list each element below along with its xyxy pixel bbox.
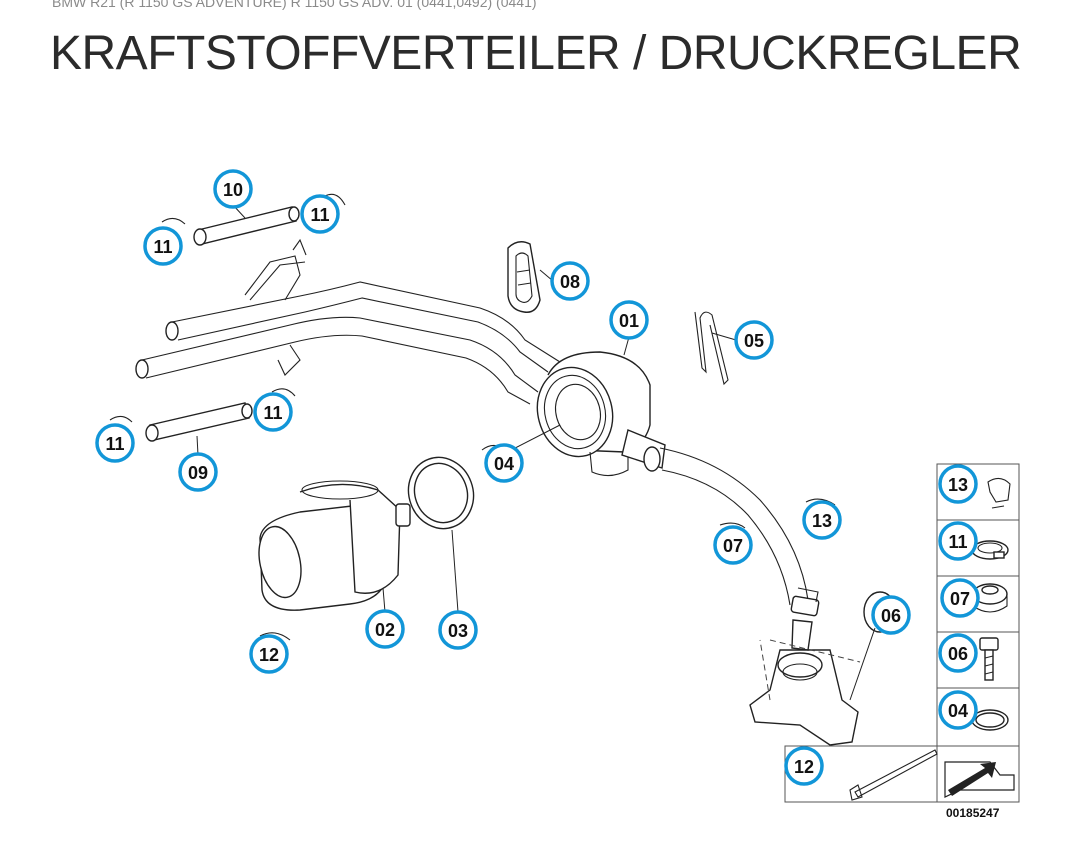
svg-text:11: 11 [263,403,282,423]
callout[interactable]: 08 [550,261,590,301]
svg-text:04: 04 [494,454,514,474]
callout[interactable]: 11 [143,226,183,266]
svg-text:12: 12 [794,757,814,777]
callout[interactable]: 09 [178,452,218,492]
image-code: 00185247 [946,806,1000,820]
callout[interactable]: 06 [871,595,911,635]
svg-text:04: 04 [948,701,968,721]
callout[interactable]: 05 [734,320,774,360]
svg-text:10: 10 [223,180,243,200]
o-ring [407,456,475,530]
callout[interactable]: 02 [365,609,405,649]
svg-text:13: 13 [948,475,968,495]
svg-text:05: 05 [744,331,764,351]
callout[interactable]: 01 [609,300,649,340]
fuel-distributor-pipes [135,238,561,405]
callout[interactable]: 12 [249,634,289,674]
distributor-housing [536,351,666,477]
svg-text:11: 11 [310,205,329,225]
svg-text:03: 03 [448,621,468,641]
gasket [507,241,541,313]
svg-text:06: 06 [948,644,968,664]
spring-clip [694,311,729,386]
legend-callout[interactable]: 06 [938,633,978,673]
page-subtitle: BMW R21 (R 1150 GS ADVENTURE) R 1150 GS … [52,0,537,10]
hose-09 [145,402,253,442]
legend-callout[interactable]: 13 [938,464,978,504]
legend-callout[interactable]: 07 [940,578,980,618]
callout[interactable]: 11 [95,423,135,463]
svg-text:02: 02 [375,620,395,640]
callout[interactable]: 04 [484,443,524,483]
svg-text:13: 13 [812,511,832,531]
pressure-regulator [258,480,411,611]
page-title: KRAFTSTOFFVERTEILER / DRUCKREGLER [50,27,1022,80]
callout[interactable]: 03 [438,610,478,650]
callout[interactable]: 11 [253,392,293,432]
callout[interactable]: 07 [713,525,753,565]
tank-flange [749,619,861,746]
svg-text:11: 11 [105,434,124,454]
return-hose [659,447,820,617]
legend-callout[interactable]: 04 [938,690,978,730]
svg-text:11: 11 [153,237,172,257]
svg-text:06: 06 [881,606,901,626]
hose-10 [193,206,300,246]
svg-text:09: 09 [188,463,208,483]
callout[interactable]: 10 [213,169,253,209]
svg-text:11: 11 [948,532,967,552]
callout[interactable]: 12 [784,746,824,786]
svg-text:07: 07 [950,589,970,609]
callout[interactable]: 13 [802,500,842,540]
svg-text:07: 07 [723,536,743,556]
svg-text:12: 12 [259,645,279,665]
callout[interactable]: 11 [300,194,340,234]
svg-text:08: 08 [560,272,580,292]
callout[interactable]: 11 [938,521,978,561]
svg-text:01: 01 [619,311,639,331]
